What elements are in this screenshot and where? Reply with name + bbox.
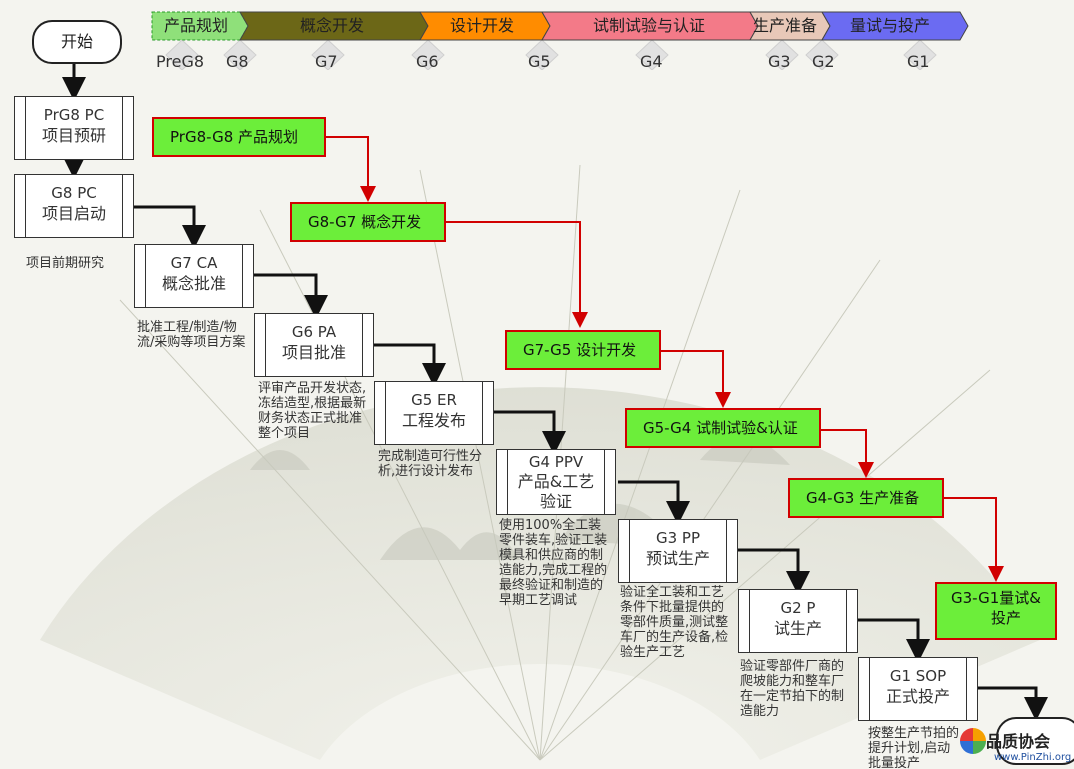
gate-name: 项目启动 bbox=[15, 203, 133, 225]
phase-label: G3-G1量试& bbox=[937, 588, 1055, 608]
gate-note: 批准工程/制造/物流/采购等项目方案 bbox=[137, 320, 247, 350]
gate-code: PrG8 PC bbox=[15, 105, 133, 125]
gate-box-g6: G6 PA 项目批准 bbox=[254, 313, 374, 377]
gate-name: 预试生产 bbox=[619, 548, 737, 570]
gate-code: G5 ER bbox=[375, 390, 493, 410]
watermark-url: www.PinZhi.org bbox=[994, 752, 1071, 763]
gate-name: 试生产 bbox=[739, 618, 857, 640]
phase-label: 投产 bbox=[937, 608, 1055, 628]
start-node: 开始 bbox=[32, 20, 122, 64]
gate-note: 完成制造可行性分析,进行设计发布 bbox=[378, 449, 490, 479]
gate-box-g7: G7 CA 概念批准 bbox=[134, 244, 254, 308]
gate-box-prg8: PrG8 PC 项目预研 bbox=[14, 96, 134, 160]
gate-code: G1 SOP bbox=[859, 666, 977, 686]
gate-code: G8 PC bbox=[15, 183, 133, 203]
gate-code: G7 CA bbox=[135, 253, 253, 273]
gate-code: G2 P bbox=[739, 598, 857, 618]
gate-box-g2: G2 P 试生产 bbox=[738, 589, 858, 653]
gate-note: 评审产品开发状态,冻结造型,根据最新财务状态正式批准整个项目 bbox=[258, 381, 370, 441]
gate-box-g8: G8 PC 项目启动 bbox=[14, 174, 134, 238]
gate-box-g3: G3 PP 预试生产 bbox=[618, 519, 738, 583]
gate-note: 验证全工装和工艺条件下批量提供的零部件质量,测试整车厂的生产设备,检验生产工艺 bbox=[620, 585, 732, 660]
gate-note: 验证零部件厂商的爬坡能力和整车厂在一定节拍下的制造能力 bbox=[740, 659, 852, 719]
gate-box-g5: G5 ER 工程发布 bbox=[374, 381, 494, 445]
brand-logo-icon bbox=[960, 728, 986, 754]
phase-box: G4-G3 生产准备 bbox=[788, 478, 944, 518]
gate-name: 概念批准 bbox=[135, 273, 253, 295]
gate-note: 按整生产节拍的提升计划,启动批量投产 bbox=[868, 726, 962, 769]
watermark-brand: 品质协会 bbox=[986, 728, 1050, 752]
gate-code: G4 PPV bbox=[497, 452, 615, 472]
gate-name: 工程发布 bbox=[375, 410, 493, 432]
gate-name: 验证 bbox=[497, 492, 615, 512]
gate-box-g1: G1 SOP 正式投产 bbox=[858, 657, 978, 721]
gate-code: G3 PP bbox=[619, 528, 737, 548]
gate-code: G6 PA bbox=[255, 322, 373, 342]
phase-box: PrG8-G8 产品规划 bbox=[152, 117, 326, 157]
gate-note: 使用100%全工装零件装车,验证工装模具和供应商的制造能力,完成工程的最终验证和… bbox=[499, 518, 611, 608]
phase-box: G7-G5 设计开发 bbox=[505, 330, 661, 370]
phase-box: G8-G7 概念开发 bbox=[290, 202, 446, 242]
phase-box: G5-G4 试制试验&认证 bbox=[625, 408, 821, 448]
gate-name: 正式投产 bbox=[859, 686, 977, 708]
gate-note: 项目前期研究 bbox=[26, 256, 136, 271]
gate-name: 项目批准 bbox=[255, 342, 373, 364]
gate-name: 产品&工艺 bbox=[497, 472, 615, 492]
gate-box-g4: G4 PPV 产品&工艺 验证 bbox=[496, 449, 616, 515]
gate-name: 项目预研 bbox=[15, 125, 133, 147]
phase-box: G3-G1量试& 投产 bbox=[935, 582, 1057, 640]
